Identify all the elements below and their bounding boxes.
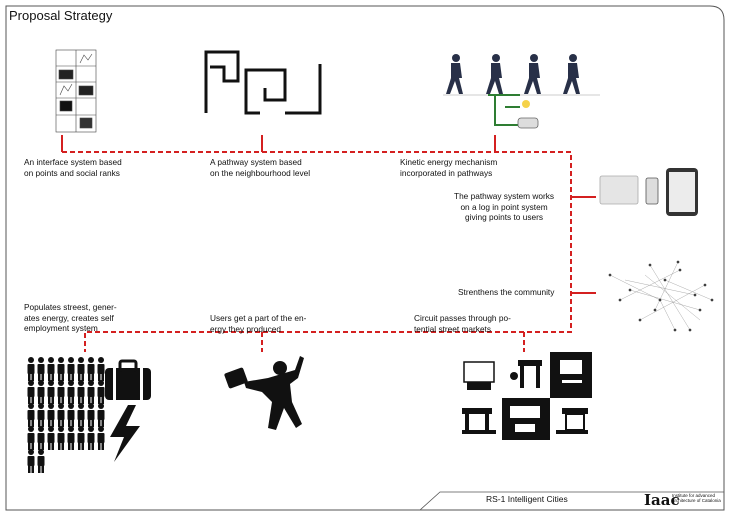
label-pathway-system: A pathway system based on the neighbourh… <box>210 157 311 178</box>
pathway-maze-image <box>204 50 322 115</box>
footer-rule <box>419 491 724 511</box>
devices-image <box>599 168 698 216</box>
circuit-path <box>62 151 572 352</box>
community-network-image <box>608 260 714 332</box>
logo-mark: Iaac <box>644 491 680 509</box>
page-border <box>5 5 725 511</box>
institute-name: Institute for advanced architecture of C… <box>672 493 721 503</box>
label-users-energy: Users get a part of the en- ergy they pr… <box>210 313 307 334</box>
iaac-logo: Iaac Institute for advanced architecture… <box>644 491 730 511</box>
page-title: Proposal Strategy <box>9 8 113 23</box>
label-circuit-markets: Circuit passes through po- tential stree… <box>414 313 511 334</box>
street-market-image <box>462 352 592 440</box>
label-kinetic-energy: Kinetic energy mechanism incorporated in… <box>400 157 498 178</box>
briefcase-icon <box>105 359 151 400</box>
crowd-image <box>27 357 105 473</box>
walking-people-image <box>443 54 600 96</box>
interface-screens-image <box>55 49 97 133</box>
connector-ticks <box>61 135 596 294</box>
lightning-icon <box>110 405 140 462</box>
label-interface-system: An interface system based on points and … <box>24 157 122 178</box>
label-populates-streets: Populates streest, gener- ates energy, c… <box>24 302 117 333</box>
label-strengthens-community: Strenthens the community <box>458 287 555 297</box>
course-name: RS-1 Intelligent Cities <box>486 494 568 504</box>
label-login-point-system: The pathway system works on a log in poi… <box>454 191 555 222</box>
energy-mechanism-image <box>488 94 539 129</box>
jumping-man-image <box>224 356 304 430</box>
